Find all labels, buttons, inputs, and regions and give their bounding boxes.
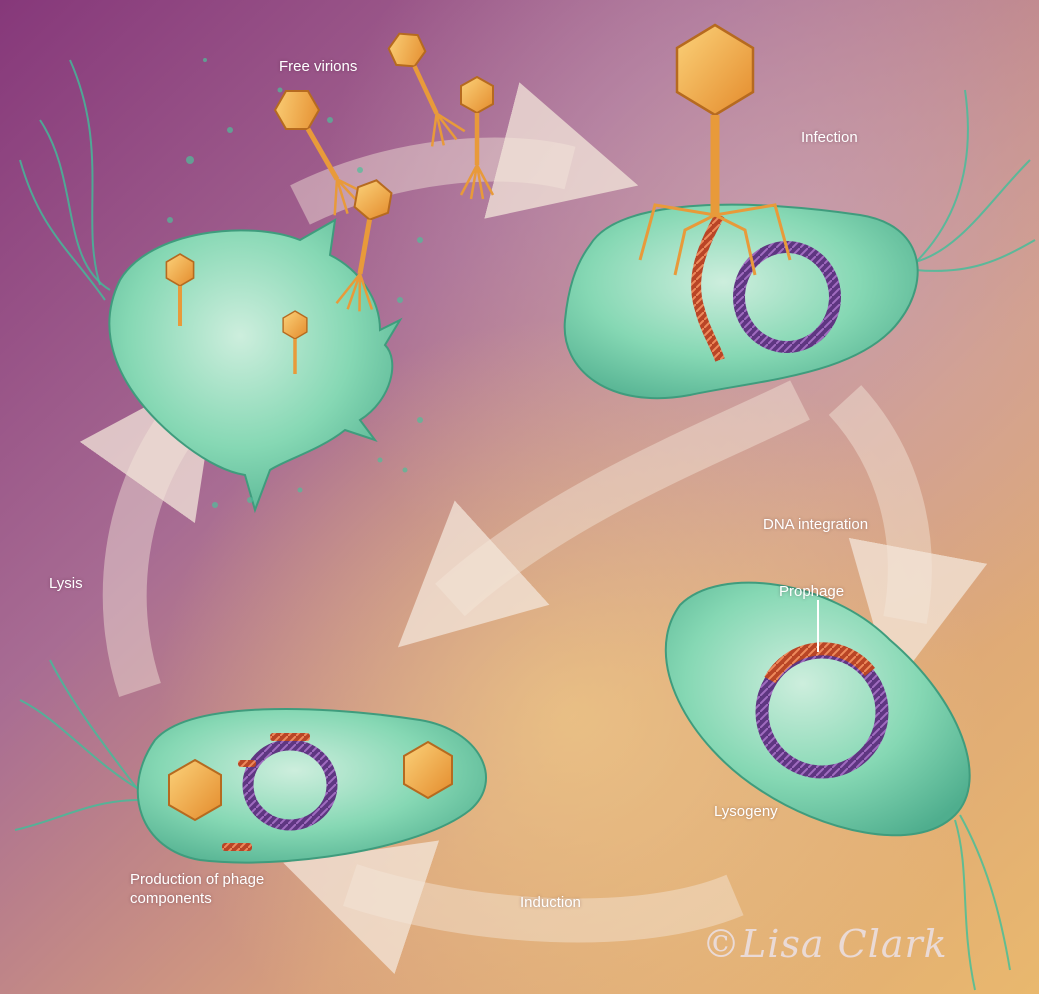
label-lysis: Lysis — [49, 574, 83, 593]
label-free-virions: Free virions — [279, 57, 357, 76]
label-production-of-phage-components: Production of phage components — [130, 870, 300, 908]
label-dna-integration: DNA integration — [763, 515, 868, 534]
label-infection: Infection — [801, 128, 858, 147]
label-lysogeny: Lysogeny — [714, 802, 778, 821]
artist-signature: ©Lisa Clark — [702, 922, 948, 966]
label-induction: Induction — [520, 893, 581, 912]
label-prophage: Prophage — [779, 582, 844, 601]
